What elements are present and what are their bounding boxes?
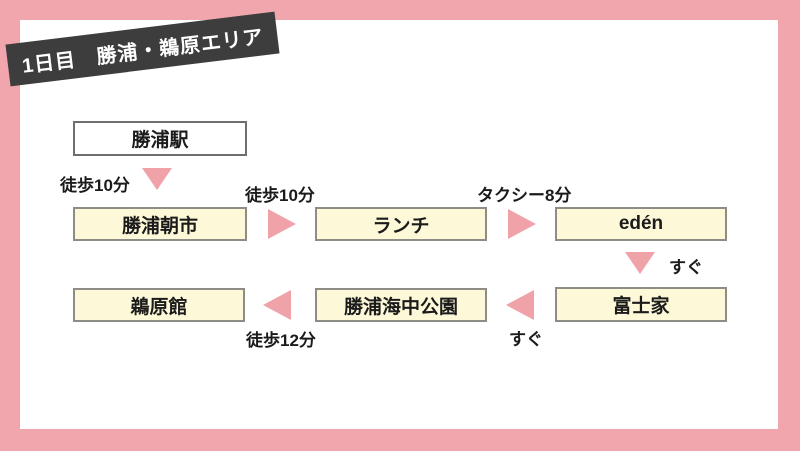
node-eden: edén [555,207,727,241]
node-eden-label: edén [618,213,664,234]
arrow-right-icon [508,209,536,239]
node-lunch: ランチ [315,207,487,241]
node-ubarakan: 鵜原館 [73,288,245,322]
arrow-left-icon [263,290,291,320]
node-underwater-park: 勝浦海中公園 [315,288,487,322]
arrow-left-icon [506,290,534,320]
transit-label-station-to-market: 徒歩10分 [60,176,130,195]
node-katsuura-station-label: 勝浦駅 [131,130,189,151]
arrow-down-icon [142,168,172,190]
transit-label-fujiya-to-park: すぐ [509,330,543,349]
node-lunch-label: ランチ [372,215,430,237]
arrow-right-icon [268,209,296,239]
node-katsuura-station: 勝浦駅 [73,121,247,156]
transit-label-lunch-to-eden: タクシー8分 [477,186,572,205]
node-fujiya: 富士家 [555,287,727,322]
transit-label-market-to-lunch: 徒歩10分 [245,186,315,205]
transit-label-eden-to-fujiya: すぐ [669,258,703,277]
node-ubarakan-label: 鵜原館 [130,296,188,318]
node-underwater-park-label: 勝浦海中公園 [343,296,458,318]
arrow-down-icon [625,252,655,274]
node-fujiya-label: 富士家 [612,296,670,317]
node-morning-market: 勝浦朝市 [73,207,247,241]
transit-label-park-to-ubarakan: 徒歩12分 [246,331,316,350]
node-morning-market-label: 勝浦朝市 [121,215,198,237]
